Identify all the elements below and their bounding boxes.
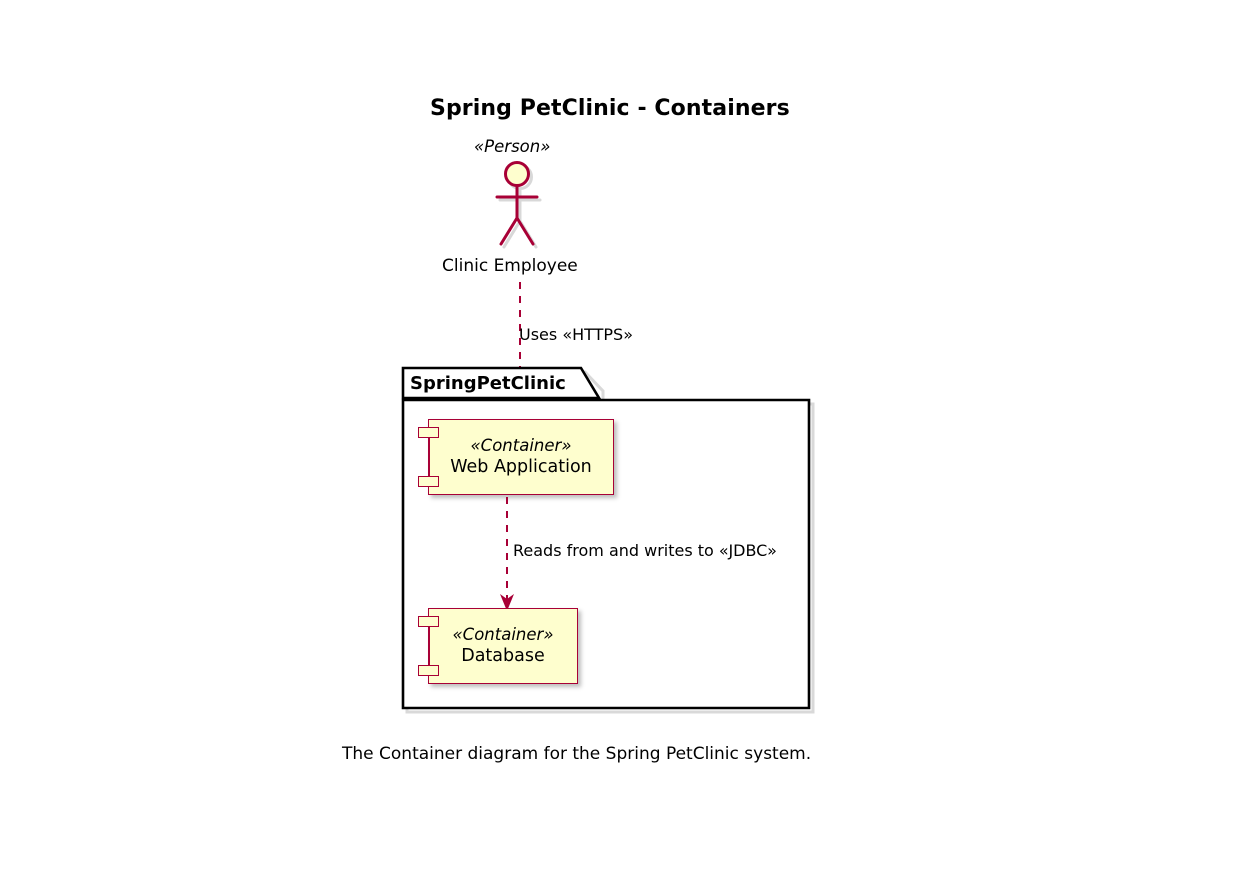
package-title-label: SpringPetClinic xyxy=(410,373,566,394)
container-database[interactable]: «Container» Database xyxy=(418,608,578,684)
container-database-name: Database xyxy=(461,646,545,667)
connector-employee-uses-webapp-label: Uses «HTTPS» xyxy=(519,325,633,344)
actor-stereotype-label: «Person» xyxy=(474,137,551,156)
actor-name-label: Clinic Employee xyxy=(442,256,578,276)
component-port-top-icon xyxy=(418,616,439,627)
container-web-application-name: Web Application xyxy=(450,457,592,478)
diagram-caption: The Container diagram for the Spring Pet… xyxy=(342,744,812,764)
container-database-stereotype: «Container» xyxy=(452,624,554,644)
container-database-body xyxy=(428,608,578,684)
component-port-rail xyxy=(428,616,430,676)
component-port-top-icon xyxy=(418,427,439,438)
container-web-application-body xyxy=(428,419,614,495)
connector-webapp-reads-writes-database-label: Reads from and writes to «JDBC» xyxy=(513,541,777,560)
container-web-application-stereotype: «Container» xyxy=(470,435,572,455)
page-title: Spring PetClinic - Containers xyxy=(430,96,790,121)
container-web-application[interactable]: «Container» Web Application xyxy=(418,419,614,495)
component-port-rail xyxy=(428,427,430,487)
component-port-bottom-icon xyxy=(418,476,439,487)
connector-webapp-reads-writes-database xyxy=(497,497,519,611)
component-port-bottom-icon xyxy=(418,665,439,676)
actor-stick-figure-icon xyxy=(489,160,551,252)
